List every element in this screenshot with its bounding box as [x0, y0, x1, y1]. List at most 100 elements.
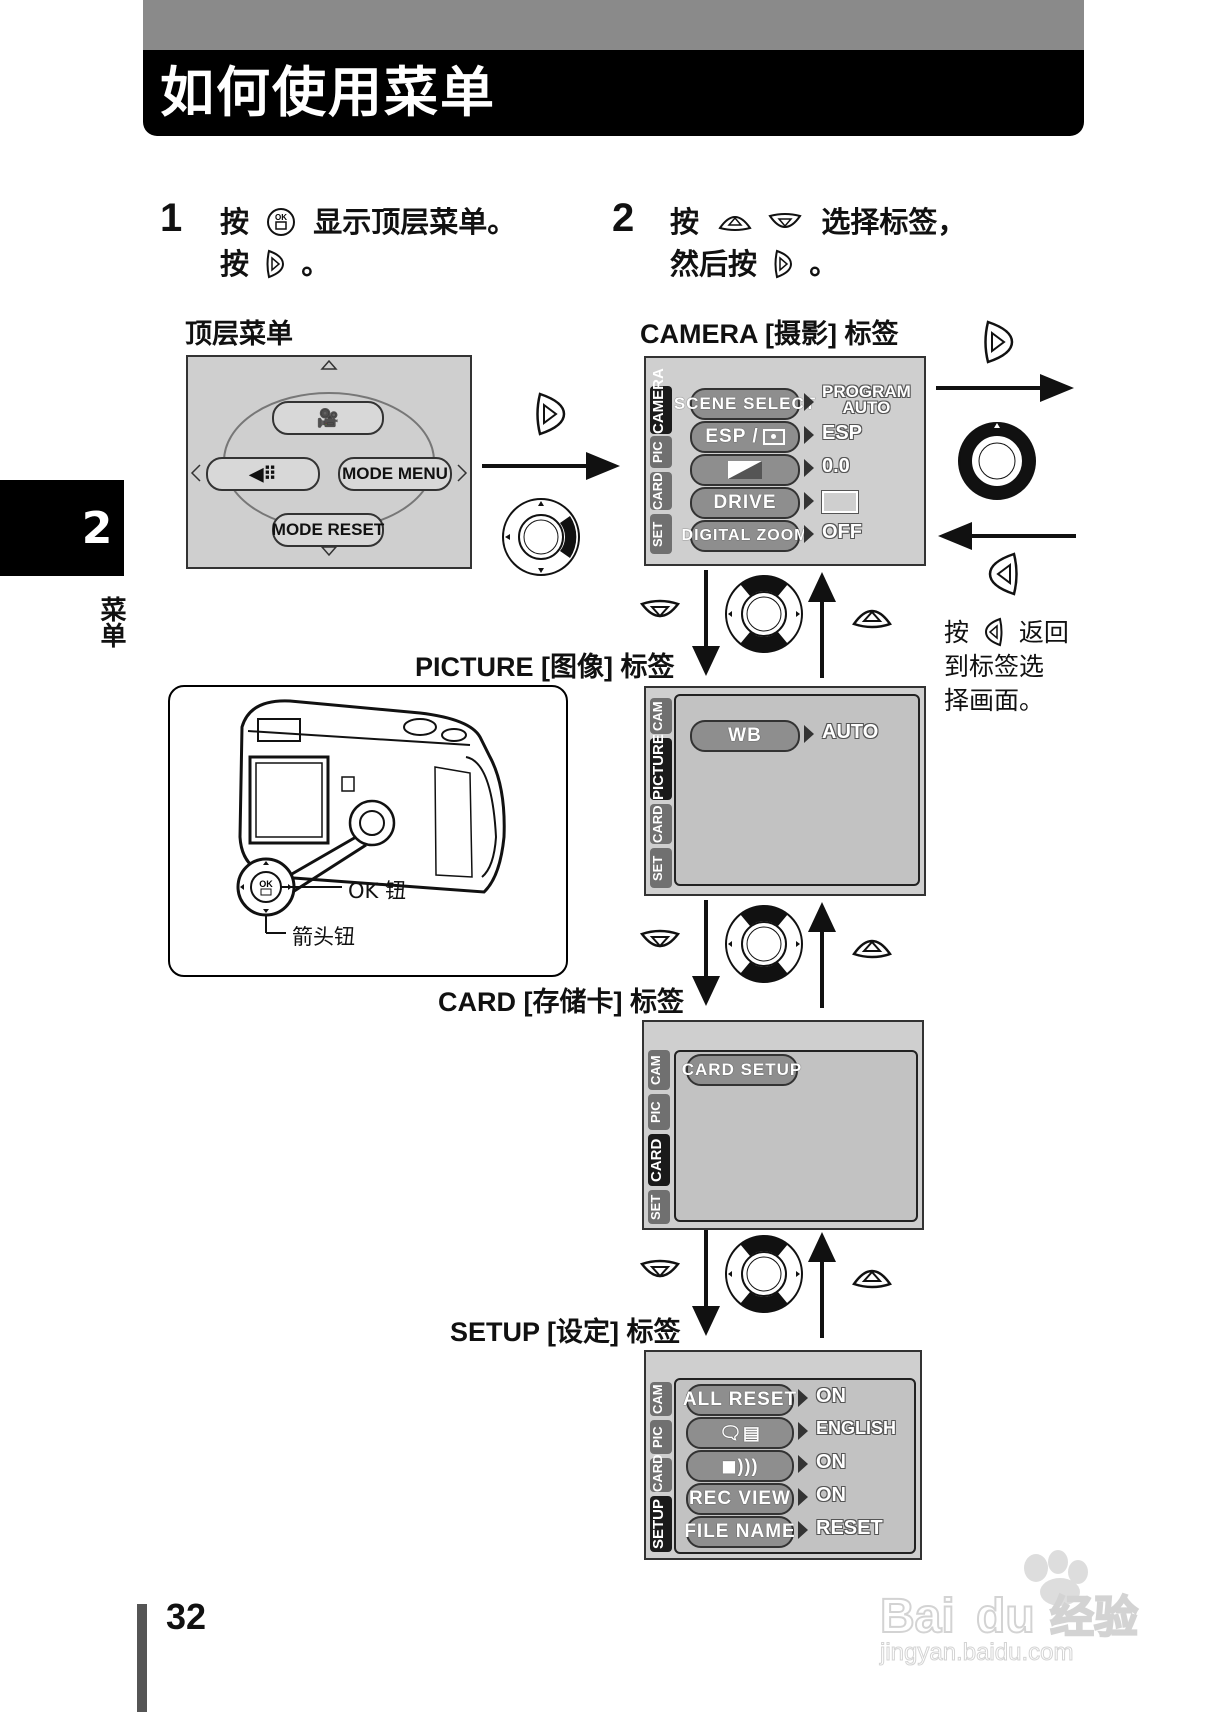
- drive-pill: DRIVE: [690, 487, 800, 519]
- chapter-label: 菜单: [96, 596, 126, 648]
- tab-set: SET: [650, 848, 672, 888]
- up-flow-arrow: [808, 1232, 836, 1338]
- back-note-line3: 择画面。: [944, 686, 1045, 715]
- tab-card: CARD: [650, 1454, 672, 1492]
- svg-text:Bai: Bai: [880, 1590, 955, 1643]
- svg-text:OK: OK: [259, 879, 273, 889]
- up-arrow-button-icon: [852, 1269, 892, 1289]
- item-arrow: [798, 1521, 808, 1539]
- camera-tab-label: CAMERA [摄影] 标签: [640, 319, 899, 349]
- digital-zoom-pill: DIGITAL ZOOM: [682, 520, 807, 552]
- item-arrow: [804, 492, 814, 510]
- tab-card: CARD: [648, 1134, 670, 1186]
- beep-pill: ◼))): [686, 1450, 794, 1482]
- item-arrow: [798, 1422, 808, 1440]
- item-arrow: [798, 1488, 808, 1506]
- step1-text-line1: 按 OK 显示顶层菜单。: [220, 202, 516, 242]
- tab-card: CARD: [650, 804, 672, 844]
- scene-select-pill: SCENE SELECT: [674, 388, 815, 420]
- page-title: 如何使用菜单: [160, 61, 496, 124]
- item-arrow: [804, 426, 814, 444]
- tab-setup: SETUP: [650, 1496, 672, 1552]
- right-arrow-button-icon: [984, 320, 1014, 364]
- arrow-button-label: 箭头钮: [292, 925, 355, 949]
- back-note-l1a: 按: [944, 618, 970, 647]
- card-tab-label: CARD [存储卡] 标签: [438, 987, 684, 1017]
- exposure-comp-pill: [690, 454, 800, 486]
- back-note-line2: 到标签选: [944, 652, 1045, 681]
- header-bar: [143, 50, 1084, 136]
- svg-text:du: du: [976, 1590, 1035, 1643]
- ok-button-label: OK 钮: [348, 879, 406, 903]
- right-arrow-button-icon: [266, 249, 285, 279]
- setup-tab-label: SETUP [设定] 标签: [450, 1317, 681, 1347]
- tab-cam: CAM: [650, 698, 672, 734]
- item-arrow: [798, 1455, 808, 1473]
- movie-icon: 🎥: [316, 407, 340, 428]
- exposure-comp-icon: [728, 461, 762, 479]
- header-top-band: [143, 0, 1084, 50]
- left-arrow-button-icon: [988, 552, 1018, 596]
- arrow-pad-updown-icon: [725, 575, 803, 653]
- tab-cam: CAM: [650, 1382, 672, 1416]
- up-arrow-button-icon: [718, 216, 752, 231]
- chapter-tab: [0, 480, 124, 576]
- chapter-number: 2: [81, 502, 113, 554]
- single-frame-icon: [821, 490, 859, 514]
- wb-value: AUTO: [822, 721, 879, 743]
- back-arrow-icon: ◀⠿: [249, 463, 277, 484]
- picture-tab-screen: SET CARD PICTURE CAM WB AUTO: [644, 686, 926, 896]
- tab-pic: PIC: [650, 1420, 672, 1454]
- step2-text-line1: 按 选择标签，: [670, 202, 966, 242]
- ok-button-icon: OK: [267, 208, 296, 236]
- mode-menu-pill: MODE MENU: [338, 457, 452, 491]
- setup-tab-strip: SETUP CARD PIC CAM: [650, 1382, 672, 1552]
- step1-l2a: 按: [220, 247, 250, 281]
- tab-cam: CAM: [648, 1050, 670, 1090]
- left-arrow-button-icon: [984, 617, 1003, 647]
- tab-pic: PIC: [650, 436, 672, 468]
- card-setup-pill: CARD SETUP: [682, 1054, 801, 1086]
- digital-zoom-value: OFF: [822, 521, 862, 543]
- mode-reset-pill: MODE RESET: [272, 513, 384, 547]
- down-arrow-button-icon: [639, 599, 681, 618]
- camera-tab-screen: SET CARD PIC CAMERA SCENE SELECT PROGRAM…: [644, 356, 926, 566]
- esp-pill-label: ESP /: [705, 426, 759, 447]
- step1-l2b: 。: [301, 247, 331, 281]
- tab-navigation-connector: [639, 1230, 892, 1338]
- up-arrow-button-icon: [852, 609, 892, 629]
- language-value: ENGLISH: [816, 1418, 897, 1438]
- step2-l2a: 然后按: [670, 247, 758, 281]
- baidu-paw-icon: Bai du 经验 jingyan.baidu.com: [879, 1550, 1139, 1667]
- back-mode-pill: ◀⠿: [206, 457, 320, 491]
- left-flow-arrow: [938, 522, 1076, 550]
- rec-view-value: ON: [816, 1484, 846, 1506]
- language-pill: 🗨▤: [686, 1417, 794, 1449]
- item-arrow: [804, 459, 814, 477]
- up-arrow-button-icon: [852, 939, 892, 959]
- camera-body-icon: OK: [236, 699, 506, 934]
- down-arrow-button-icon: [639, 1259, 681, 1278]
- arrow-pad-updown-icon: [725, 1235, 803, 1313]
- step2-l2b: 。: [809, 247, 839, 281]
- down-arrow-button-icon: [639, 929, 681, 948]
- card-tab-screen: SET CARD PIC CAM CARD SETUP: [642, 1020, 924, 1230]
- all-reset-pill: ALL RESET: [683, 1384, 796, 1416]
- down-flow-arrow: [692, 570, 720, 676]
- arrow-pad-updown-icon: [725, 905, 803, 983]
- step1-l1a: 按: [220, 205, 250, 239]
- tab-pic: PIC: [648, 1094, 670, 1130]
- svg-text:经验: 经验: [1050, 1592, 1138, 1643]
- step1-text-line2: 按 。: [220, 244, 330, 284]
- card-tab-strip: SET CARD PIC CAM: [648, 1050, 670, 1224]
- right-arrow-button-icon: [774, 249, 793, 279]
- down-arrow-button-icon: [768, 213, 802, 228]
- page-number: 32: [166, 1596, 207, 1637]
- tab-set: SET: [648, 1190, 670, 1224]
- down-flow-arrow: [692, 900, 720, 1006]
- down-flow-arrow: [692, 1230, 720, 1336]
- camera-illustration-box: OK OK 钮 箭头钮: [168, 685, 568, 977]
- tab-picture: PICTURE: [650, 734, 672, 800]
- tab-set: SET: [650, 514, 672, 554]
- step1-number: 1: [160, 196, 183, 240]
